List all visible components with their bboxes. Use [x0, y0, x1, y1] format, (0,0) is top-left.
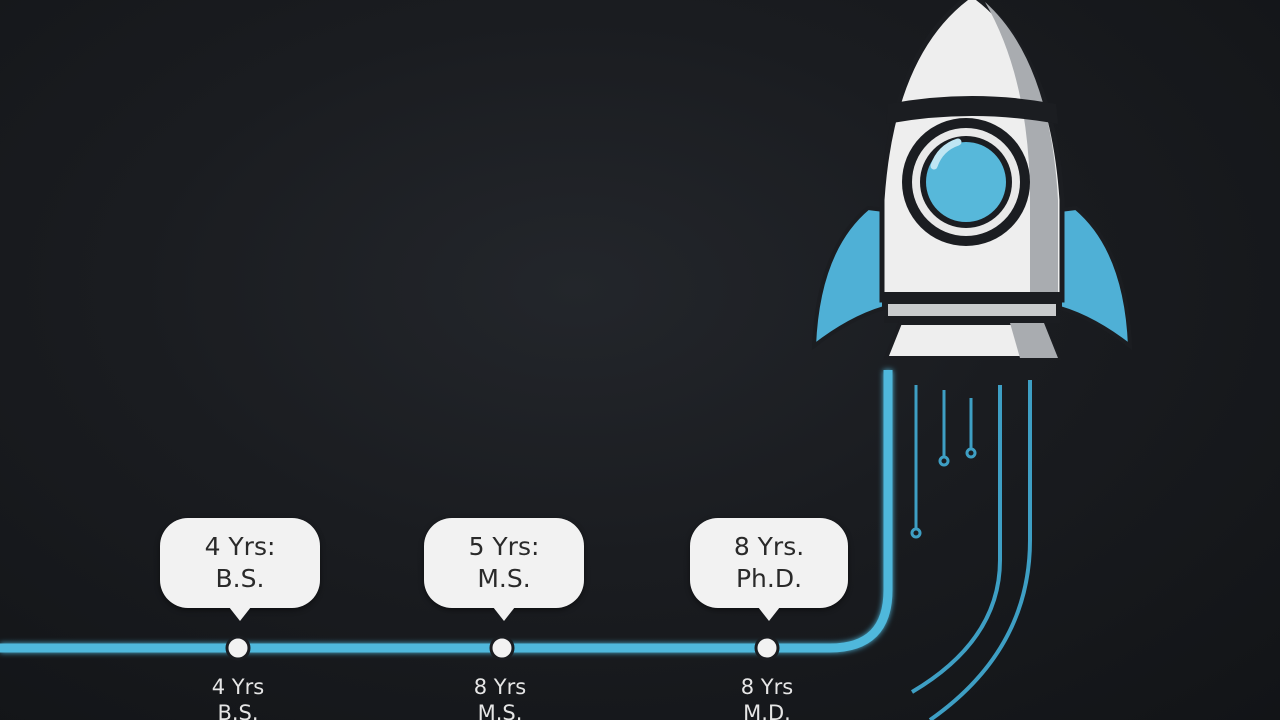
label-duration: 8 Yrs — [740, 675, 794, 699]
bubble-duration: 8 Yrs. — [733, 532, 805, 561]
exhaust-trails — [910, 380, 1032, 720]
milestone-dot — [489, 635, 515, 661]
milestone-label-md: 8 Yrs M.D. — [697, 674, 837, 720]
bubble-degree: B.S. — [215, 564, 265, 593]
milestone-bubble-ms: 5 Yrs: M.S. — [424, 518, 584, 621]
bubble-duration: 5 Yrs: — [468, 532, 540, 561]
milestone-label-ms: 8 Yrs M.S. — [430, 674, 570, 720]
timeline-dots — [225, 635, 780, 661]
bubble-duration: 4 Yrs: — [204, 532, 276, 561]
label-degree: M.D. — [743, 701, 791, 720]
label-duration: 8 Yrs — [473, 675, 527, 699]
rocket-icon — [811, 0, 1133, 360]
milestone-label-bs: 4 Yrs B.S. — [168, 674, 308, 720]
label-degree: M.S. — [477, 701, 523, 720]
label-degree: B.S. — [217, 701, 259, 720]
timeline-line — [0, 370, 893, 653]
bubble-degree: Ph.D. — [735, 564, 803, 593]
label-duration: 4 Yrs — [211, 675, 265, 699]
milestone-dot — [754, 635, 780, 661]
exhaust-sparks — [910, 385, 977, 539]
milestone-bubble-phd: 8 Yrs. Ph.D. — [690, 518, 848, 621]
milestone-bubble-bs: 4 Yrs: B.S. — [160, 518, 320, 621]
bubble-degree: M.S. — [477, 564, 531, 593]
milestone-dot — [225, 635, 251, 661]
